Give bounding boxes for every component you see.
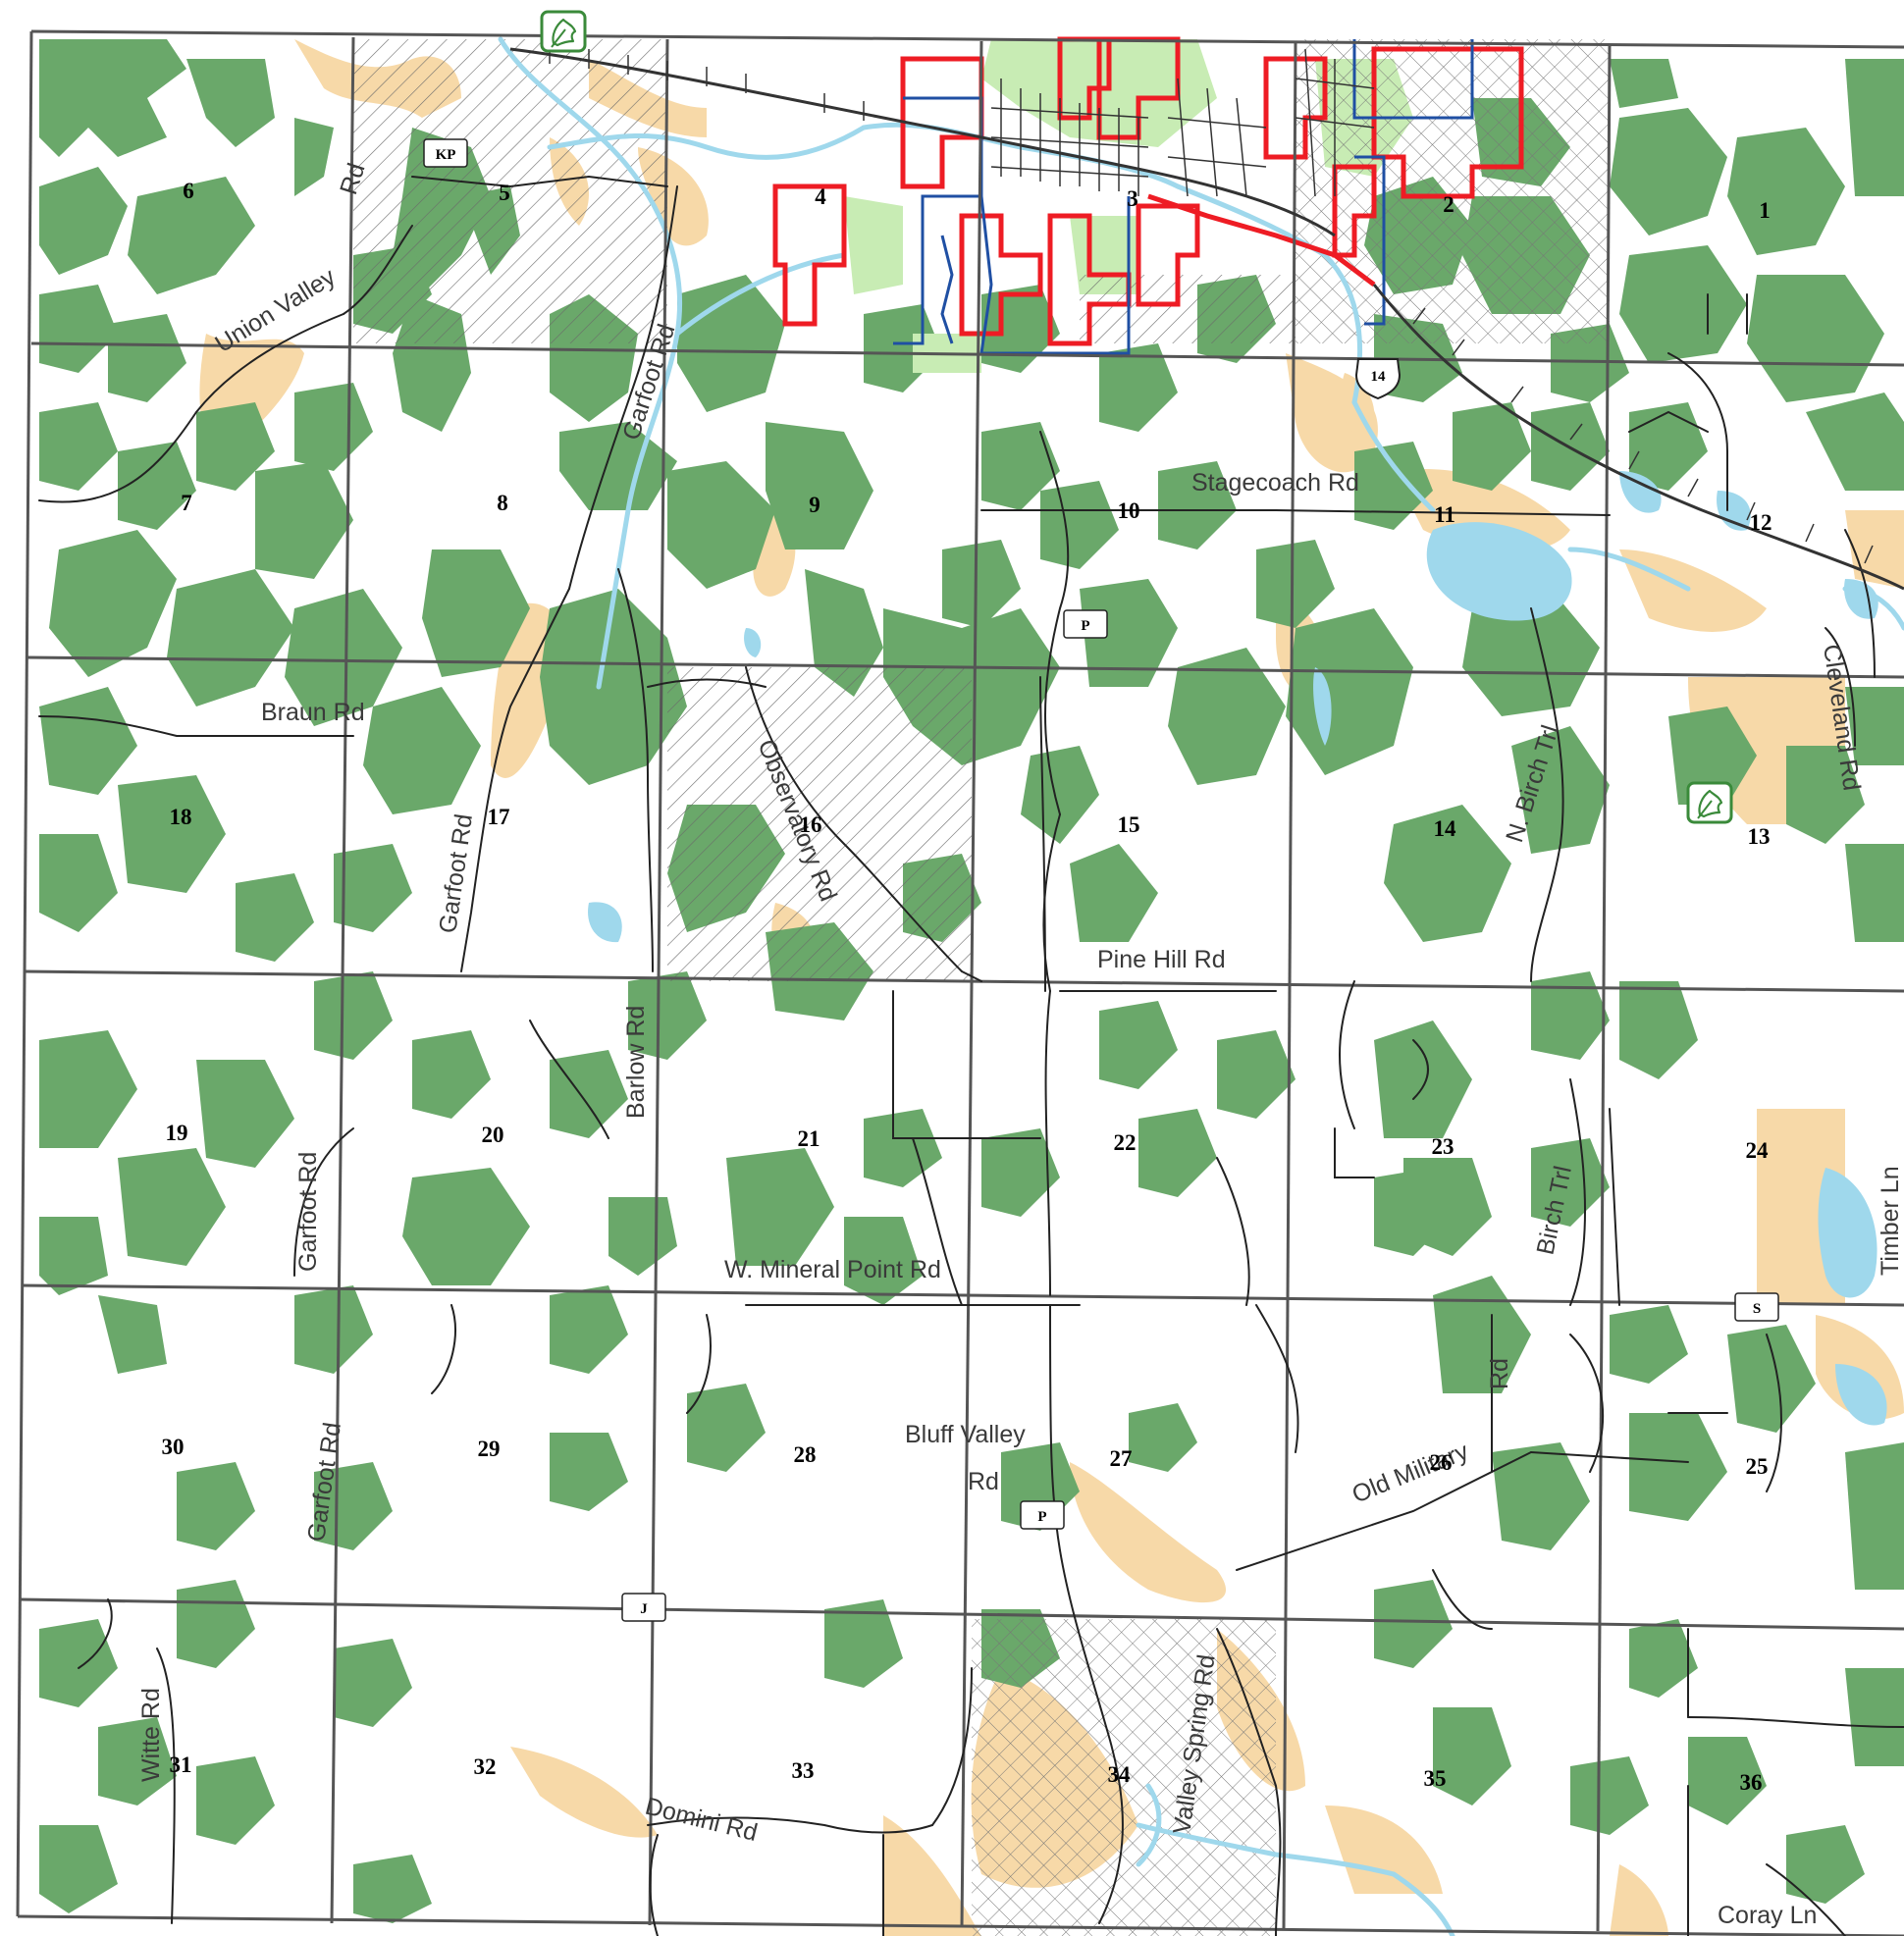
section-number: 28 (794, 1442, 817, 1467)
svg-text:P: P (1081, 618, 1089, 634)
route-shield-p-north: P (1063, 609, 1108, 639)
road-label-garfoot-3: Garfoot Rd (294, 1152, 322, 1272)
route-shields: KP 14 P P S J (423, 138, 1779, 1622)
section-number: 16 (800, 812, 822, 837)
road-label-old-military-rd: Rd (1486, 1358, 1513, 1389)
section-number: 20 (482, 1123, 504, 1147)
woodland-areas (39, 39, 1904, 1923)
section-number: 15 (1118, 812, 1140, 837)
route-shield-kp: KP (423, 138, 468, 168)
railroad-ties (549, 44, 1874, 564)
section-number: 4 (815, 184, 826, 209)
section-number: 29 (478, 1437, 501, 1461)
section-number: 23 (1432, 1134, 1454, 1159)
section-number: 33 (792, 1758, 815, 1783)
oak-leaf-icon (1686, 781, 1733, 824)
section-number: 14 (1434, 816, 1457, 841)
section-number: 31 (170, 1753, 192, 1777)
route-shield-us14: 14 (1354, 358, 1402, 400)
section-number: 30 (162, 1435, 185, 1459)
route-shield-j: J (621, 1593, 666, 1622)
section-grid (16, 29, 1904, 1936)
section-number: 25 (1746, 1454, 1769, 1479)
road-label-stagecoach: Stagecoach Rd (1191, 469, 1359, 497)
svg-text:14: 14 (1371, 369, 1387, 385)
route-shield-p-south: P (1020, 1500, 1065, 1530)
section-number: 34 (1108, 1762, 1132, 1787)
section-number: 27 (1110, 1446, 1133, 1471)
route-shield-s: S (1734, 1292, 1779, 1322)
road-label-braun: Braun Rd (261, 699, 365, 726)
section-number: 3 (1127, 186, 1138, 211)
section-number: 11 (1434, 502, 1455, 527)
section-number: 17 (488, 805, 510, 829)
section-number: 13 (1748, 824, 1771, 849)
svg-text:P: P (1037, 1509, 1046, 1525)
road-label-w-mineral-point: W. Mineral Point Rd (724, 1256, 941, 1283)
section-number: 5 (499, 181, 510, 205)
section-number: 2 (1443, 192, 1454, 217)
railroad (509, 47, 1904, 591)
section-number: 26 (1430, 1450, 1453, 1475)
section-number: 18 (170, 805, 192, 829)
svg-text:KP: KP (436, 147, 456, 163)
section-number: 9 (809, 493, 820, 517)
road-label-barlow: Barlow Rd (622, 1006, 650, 1119)
road-label-pine-hill: Pine Hill Rd (1097, 946, 1226, 973)
section-number: 12 (1750, 510, 1772, 535)
road-label-witte: Witte Rd (137, 1688, 165, 1782)
section-number: 19 (166, 1121, 188, 1145)
roads (38, 175, 1904, 1936)
section-number: 1 (1759, 198, 1771, 223)
oak-leaf-icon (540, 10, 587, 53)
section-number: 36 (1740, 1770, 1763, 1795)
section-number: 10 (1118, 498, 1140, 523)
section-number: 22 (1114, 1130, 1137, 1155)
section-number: 24 (1746, 1138, 1770, 1163)
section-number: 6 (183, 179, 194, 203)
town-streets (990, 48, 1375, 197)
svg-text:S: S (1753, 1301, 1761, 1317)
road-label-coray: Coray Ln (1718, 1902, 1817, 1929)
svg-text:J: J (640, 1601, 648, 1617)
section-number: 35 (1424, 1766, 1447, 1791)
section-number: 7 (181, 491, 192, 515)
section-numbers: 1 2 3 4 5 6 7 8 9 10 11 12 13 14 15 16 1… (162, 179, 1772, 1795)
road-label-timber: Timber Ln (1877, 1166, 1904, 1276)
section-number: 32 (474, 1754, 497, 1779)
section-number: 21 (798, 1126, 820, 1151)
section-number: 8 (497, 491, 508, 515)
road-label-bluff-valley-rd: Rd (968, 1468, 999, 1495)
road-label-bluff-valley: Bluff Valley (905, 1421, 1026, 1448)
